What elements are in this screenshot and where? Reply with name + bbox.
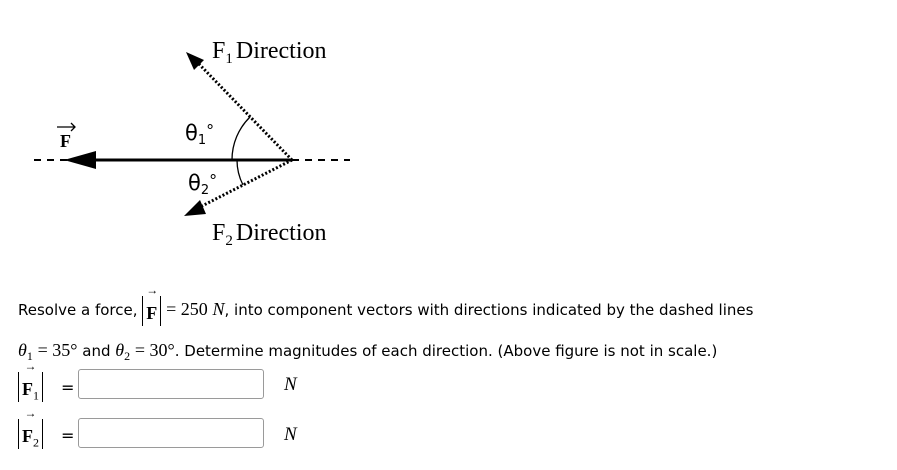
theta1-subscript: 1 [26, 349, 33, 363]
resultant-arrowhead [64, 151, 96, 169]
f1-answer-input[interactable] [78, 369, 264, 399]
theta1-text: θ [18, 340, 27, 360]
f2-vector-symbol: →F2 [22, 406, 39, 450]
f1-unit: N [284, 374, 297, 395]
theta2-arc [236, 159, 244, 186]
f2-unit: N [284, 424, 297, 445]
f2-magnitude: →F2 [18, 407, 43, 450]
f1-vector-symbol: →F1 [22, 359, 39, 403]
f1-arrowhead [186, 52, 204, 70]
theta1-arc [231, 116, 251, 161]
theta1-value: = 35° [37, 340, 78, 360]
and-text: and [77, 342, 116, 360]
f2-equals: = [61, 426, 75, 445]
problem-line1-suffix: , into component vectors with directions… [224, 301, 754, 319]
f2-answer-input[interactable] [78, 418, 264, 448]
f1-magnitude: →F1 [18, 360, 43, 403]
theta1-label: θ1° [185, 121, 214, 148]
resultant-vector-arrow-icon [57, 122, 76, 132]
force-unit: N [212, 299, 225, 319]
f2-direction-line [199, 158, 293, 209]
f2-arrowhead [184, 200, 206, 216]
theta2-subscript: 2 [124, 349, 131, 363]
resultant-label: F [60, 131, 71, 151]
vector-arrow-icon: → [24, 406, 37, 420]
f1-direction-line [196, 61, 294, 162]
vector-arrow-icon: → [24, 359, 37, 373]
theta2-label: θ2° [188, 171, 217, 198]
force-vector-symbol: →F [146, 282, 159, 323]
problem-line2-suffix: . Determine magnitudes of each direction… [174, 342, 718, 360]
theta2-text: θ [115, 340, 125, 360]
force-value: = 250 [166, 299, 208, 319]
problem-line-1: Resolve a force, →F = 250 N, into compon… [18, 284, 754, 327]
problem-line-2: θ1 = 35° and θ2 = 30°. Determine magnitu… [18, 340, 717, 364]
f1-equals: = [61, 378, 75, 397]
theta2-value: = 30° [134, 340, 175, 360]
problem-prefix: Resolve a force, [18, 301, 143, 319]
force-magnitude: →F [142, 284, 162, 326]
vector-arrow-icon: → [146, 282, 159, 297]
